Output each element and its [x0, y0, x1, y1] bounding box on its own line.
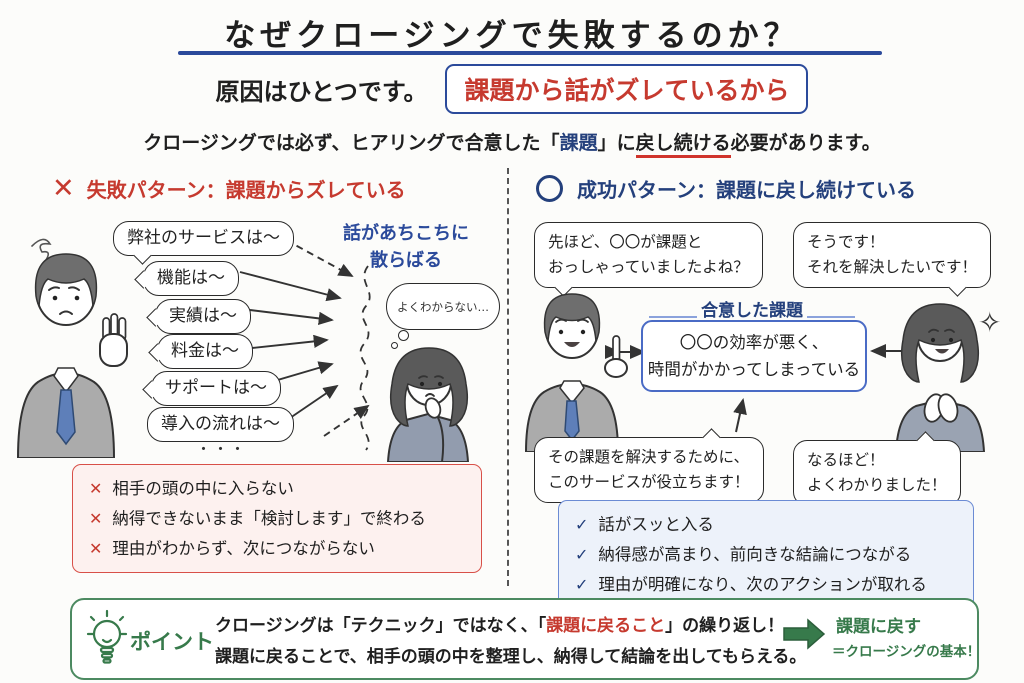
green-arrow-icon [783, 618, 826, 650]
fail-result-text: 相手の頭の中に入らない [112, 479, 294, 498]
check-mark-icon: ✓ [575, 544, 589, 564]
point-line1-pre: クロージングは「テクニック」ではなく、「 [215, 616, 547, 636]
success-header-label: 成功パターン：課題に戻し続けている [577, 178, 916, 202]
success-customer-top-bubble: そうです！ それを解決したいです！ [793, 222, 992, 288]
success-panel-header: 成功パターン：課題に戻し続けている [536, 174, 916, 203]
cross-mark-icon: ✕ [89, 538, 103, 558]
agreed-label-line-right [807, 316, 855, 318]
point-line1: クロージングは「テクニック」ではなく、「課題に戻ること」の繰り返し！ [215, 611, 784, 636]
check-mark-icon: ✓ [575, 574, 589, 594]
success-result-text: 話がスッと入る [598, 515, 714, 534]
sparkle-icon: ✧ [978, 306, 1002, 339]
explain-underlined: 戻し続ける [635, 132, 731, 158]
fail-bubble-support: サポートは〜 [151, 371, 281, 406]
explain-line: クロージングでは必ず、ヒアリングで合意した「課題」に戻し続ける必要があります。 [0, 128, 1024, 158]
fail-customer-illustration [386, 347, 470, 462]
success-customer-bottom-bubble: なるほど！ よくわかりました！ [793, 440, 961, 506]
panel-divider [507, 168, 509, 586]
conclusion-title: 課題に戻す [836, 617, 921, 637]
fail-result-text: 理由がわからず、次につながらない [112, 538, 375, 558]
cross-mark-icon: ✕ [52, 173, 75, 204]
success-results-box: ✓ 話がスッと入る ✓ 納得感が高まり、前向きな結論につながる ✓ 理由が明確に… [558, 500, 974, 610]
fail-bubble-price: 料金は〜 [157, 334, 253, 369]
fail-thought-bubble: よくわからない… [386, 283, 500, 330]
fail-bubble-service: 弊社のサービスは〜 [113, 221, 294, 256]
page-title: なぜクロージングで失敗するのか？ [224, 18, 800, 54]
success-salesman-illustration [524, 293, 628, 452]
success-result-row: ✓ 納得感が高まり、前向きな結論につながる [575, 540, 957, 570]
success-sales-bottom-bubble: その課題を解決するために、 このサービスが役立ちます！ [534, 437, 764, 503]
success-result-row: ✓ 理由が明確になり、次のアクションが取れる [575, 570, 957, 600]
fail-salesman-illustration [16, 238, 128, 458]
point-line1-keyword: 課題に戻ること [546, 616, 666, 636]
fail-bubbles-ellipsis: ・・・ [196, 440, 248, 458]
check-mark-icon: ✓ [575, 515, 589, 534]
explain-mid: 」に [597, 132, 636, 154]
title-underline [178, 51, 882, 55]
lightbulb-icon [86, 609, 128, 664]
fail-result-row: ✕ 納得できないまま「検討します」で終わる [89, 504, 465, 534]
fail-bubble-feature: 機能は〜 [143, 261, 239, 296]
fail-header-label: 失敗パターン：課題からズレている [86, 178, 406, 202]
cause-box: 課題から話がズレているから [445, 64, 809, 114]
point-label: ポイント [130, 630, 214, 654]
agreed-issue-label: 合意した課題 [701, 301, 803, 321]
point-line1-post: 」の繰り返し！ [665, 616, 785, 636]
point-box [70, 598, 979, 680]
explain-keyword: 課題 [559, 132, 598, 154]
intro-row: 原因はひとつです。 課題から話がズレているから [0, 64, 1024, 114]
conclusion-sub: ＝クロージングの基本！ [832, 644, 981, 660]
cross-mark-icon: ✕ [89, 508, 103, 528]
fail-panel-header: ✕ 失敗パターン：課題からズレている [52, 174, 406, 203]
cross-mark-icon: ✕ [89, 479, 103, 498]
fail-results-box: ✕ 相手の頭の中に入らない ✕ 納得できないまま「検討します」で終わる ✕ 理由… [72, 464, 482, 574]
scatter-note: 話があちこちに 散らばる [343, 223, 469, 271]
agreed-label-line-left [649, 316, 697, 318]
success-customer-illustration [894, 303, 986, 452]
fail-bubble-onboarding: 導入の流れは〜 [147, 407, 294, 442]
fail-result-text: 納得できないまま「検討します」で終わる [112, 508, 426, 528]
fail-result-row: ✕ 理由がわからず、次につながらない [89, 534, 465, 564]
agreed-issue-box: 〇〇の効率が悪く、 時間がかかってしまっている [641, 320, 867, 392]
point-line2: 課題に戻ることで、相手の頭の中を整理し、納得して結論を出してもらえる。 [215, 647, 807, 667]
circle-mark-icon [536, 175, 563, 202]
success-result-text: 理由が明確になり、次のアクションが取れる [598, 574, 927, 594]
explain-post: 必要があります。 [730, 132, 881, 154]
fail-bubble-results: 実績は〜 [155, 299, 251, 334]
success-result-text: 納得感が高まり、前向きな結論につながる [598, 544, 912, 564]
fail-arrows-graphic [239, 239, 371, 451]
thought-circle-large [398, 330, 409, 341]
success-result-row: ✓ 話がスッと入る [575, 510, 957, 540]
explain-pre: クロージングでは必ず、ヒアリングで合意した「 [143, 132, 560, 154]
thought-circle-small [391, 342, 398, 349]
intro-lead: 原因はひとつです。 [215, 77, 428, 106]
success-sales-top-bubble: 先ほど、〇〇が課題と おっしゃっていましたよね？ [534, 222, 763, 288]
fail-result-row: ✕ 相手の頭の中に入らない [89, 474, 465, 504]
